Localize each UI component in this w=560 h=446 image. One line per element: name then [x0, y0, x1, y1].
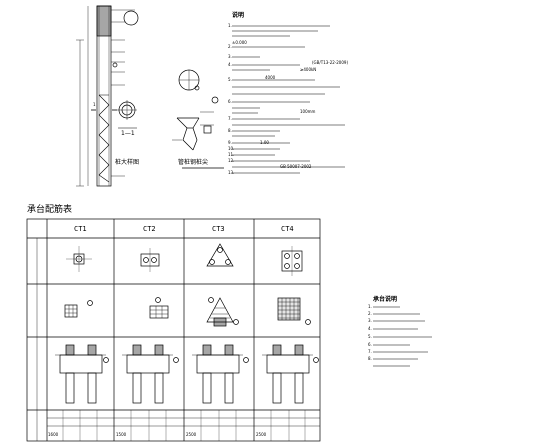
note-datum: ±0.000 [232, 40, 247, 45]
note-9: 9. [228, 140, 232, 145]
note-2: 2. [228, 44, 232, 49]
note-12: 12. [228, 158, 235, 163]
cap-column-ct2: CT2 [143, 225, 156, 233]
cap-note-2: 2. [368, 311, 372, 316]
cap-table-grid [26, 218, 321, 442]
cap-note-6: 6. [368, 342, 372, 347]
cap-plan-views [66, 243, 303, 276]
note-8: 8. [228, 128, 232, 133]
cap-note-8: 8. [368, 356, 372, 361]
cap-note-1: 1. [368, 304, 372, 309]
pipe-pile-tip-drawing [172, 69, 224, 169]
cap-note-7: 7. [368, 349, 372, 354]
cap-rebar-plans [64, 297, 311, 327]
cap-column-ct4: CT4 [281, 225, 294, 233]
pipe-pile-tip-title: 管桩钢桩尖 [178, 159, 209, 166]
cap-value-ct2: 1500 [116, 432, 127, 437]
notes-title: 说明 [232, 12, 245, 19]
cap-column-ct1: CT1 [74, 225, 87, 233]
cap-sections [55, 344, 319, 404]
cap-value-ct1: 1600 [48, 432, 59, 437]
note-7: 7. [228, 116, 232, 121]
cap-notes-text-lines [373, 306, 432, 367]
cap-note-5: 5. [368, 334, 372, 339]
note-5: 5. [228, 77, 232, 82]
note-1: 1. [228, 23, 232, 28]
note-value-2: 4000 [265, 75, 276, 80]
cap-note-3: 3. [368, 318, 372, 323]
pile-detail-title: 桩大样图 [115, 159, 140, 166]
cap-note-4: 4. [368, 326, 372, 331]
section-1-1-label: 1—1 [121, 130, 135, 137]
note-4: 4. [228, 62, 232, 67]
note-value-3: 100mm [300, 109, 316, 114]
section-mark-left: 1 [93, 102, 96, 107]
note-3: 3. [228, 54, 232, 59]
notes-text-lines [232, 25, 345, 174]
note-13: 13. [228, 170, 235, 175]
note-10: 10. [228, 146, 235, 151]
cap-value-ct4: 2500 [256, 432, 267, 437]
cap-column-ct3: CT3 [212, 225, 225, 233]
note-code-ref-1: (GB/T13-22-2009) [312, 60, 349, 65]
note-value-4: 1.00 [260, 140, 269, 145]
note-11: 11. [228, 152, 235, 157]
cap-value-ct3: 2500 [186, 432, 197, 437]
pile-detail-drawing [76, 5, 139, 187]
note-6: 6. [228, 99, 232, 104]
note-code-ref-2: GB 50007-2002 [280, 164, 312, 169]
cap-table-title: 承台配筋表 [27, 205, 73, 215]
cap-notes-title: 承台说明 [373, 296, 398, 303]
note-value-1: ≥400kN [300, 67, 317, 72]
